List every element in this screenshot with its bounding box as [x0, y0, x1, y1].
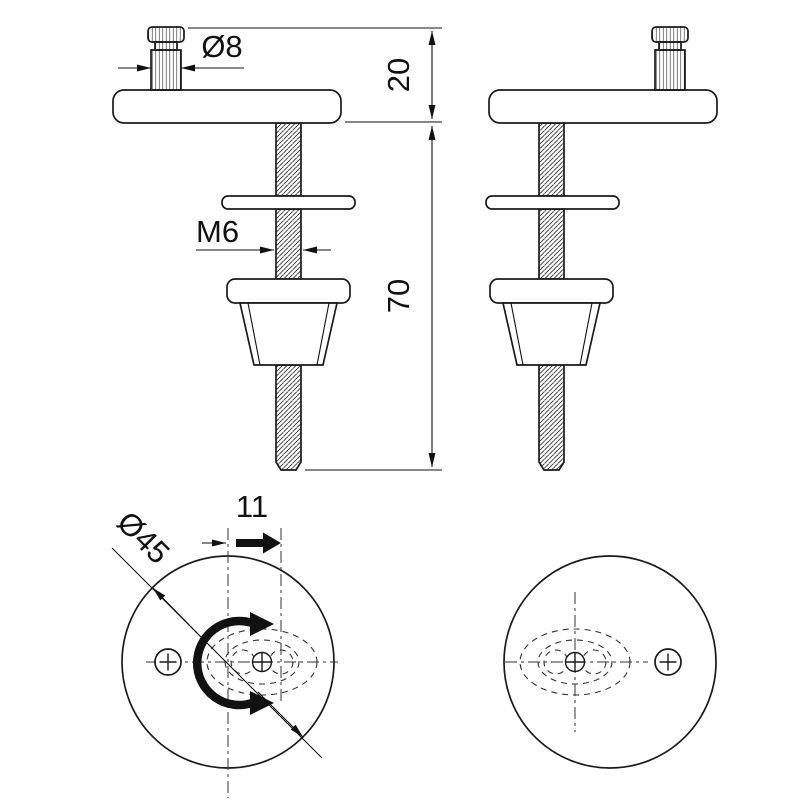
nut-contour-lines — [247, 302, 330, 366]
nut-flange — [489, 278, 614, 304]
threaded-rod-lower — [538, 364, 565, 471]
hinge-cap — [488, 89, 718, 124]
threaded-rod-middle — [538, 208, 565, 280]
dim-head-height: 20 — [381, 58, 416, 92]
top-view-left: Ø45 11 — [110, 489, 338, 798]
threaded-rod-middle — [275, 208, 302, 280]
pin-neck — [658, 41, 682, 51]
washer — [221, 195, 356, 210]
dim-pin-diameter: Ø8 — [201, 29, 242, 64]
washer — [485, 195, 620, 210]
front-view-right — [485, 26, 718, 471]
extension-lines — [188, 27, 442, 471]
nut-body — [238, 302, 339, 366]
rotation-arrow-head-top — [250, 612, 274, 636]
dim-shaft-length: 70 — [381, 279, 416, 313]
base-plate-outline — [503, 555, 717, 769]
front-view-left — [112, 26, 356, 471]
dim-base-plate-diameter: Ø45 — [110, 504, 176, 570]
pin-neck — [154, 41, 178, 51]
diameter-leader — [111, 547, 323, 759]
screw-cross-icon — [253, 653, 271, 671]
nut-flange — [226, 278, 351, 304]
pin-body — [654, 49, 686, 91]
diameter-arrow-upper — [152, 587, 199, 635]
dim-thread-size: M6 — [196, 214, 239, 249]
pin-body — [150, 49, 182, 91]
hidden-slot-inner — [537, 639, 613, 685]
rotation-arrow-head-bottom — [250, 691, 274, 715]
pin-head — [147, 26, 185, 43]
adjustment-arrow-thick — [236, 532, 281, 554]
hidden-slot-inner — [224, 639, 300, 685]
hinge-cap — [112, 89, 342, 124]
screw-cross-icon — [566, 653, 584, 671]
top-view-right — [503, 555, 717, 769]
dim-lateral-adjustment: 11 — [236, 489, 268, 524]
rotation-arrow-arc — [192, 616, 254, 710]
pin-head — [651, 26, 689, 43]
front-view-dimensions: 20 70 Ø8 M6 — [118, 27, 442, 471]
threaded-rod-upper — [538, 122, 565, 197]
nut-contour-lines — [510, 302, 593, 366]
threaded-rod-upper — [275, 122, 302, 197]
hidden-slot-outer — [519, 628, 631, 696]
mounting-hole-cross-icon — [659, 653, 677, 671]
nut-body — [501, 302, 602, 366]
mounting-hole-cross-icon — [159, 653, 177, 671]
threaded-rod-lower — [275, 364, 302, 471]
